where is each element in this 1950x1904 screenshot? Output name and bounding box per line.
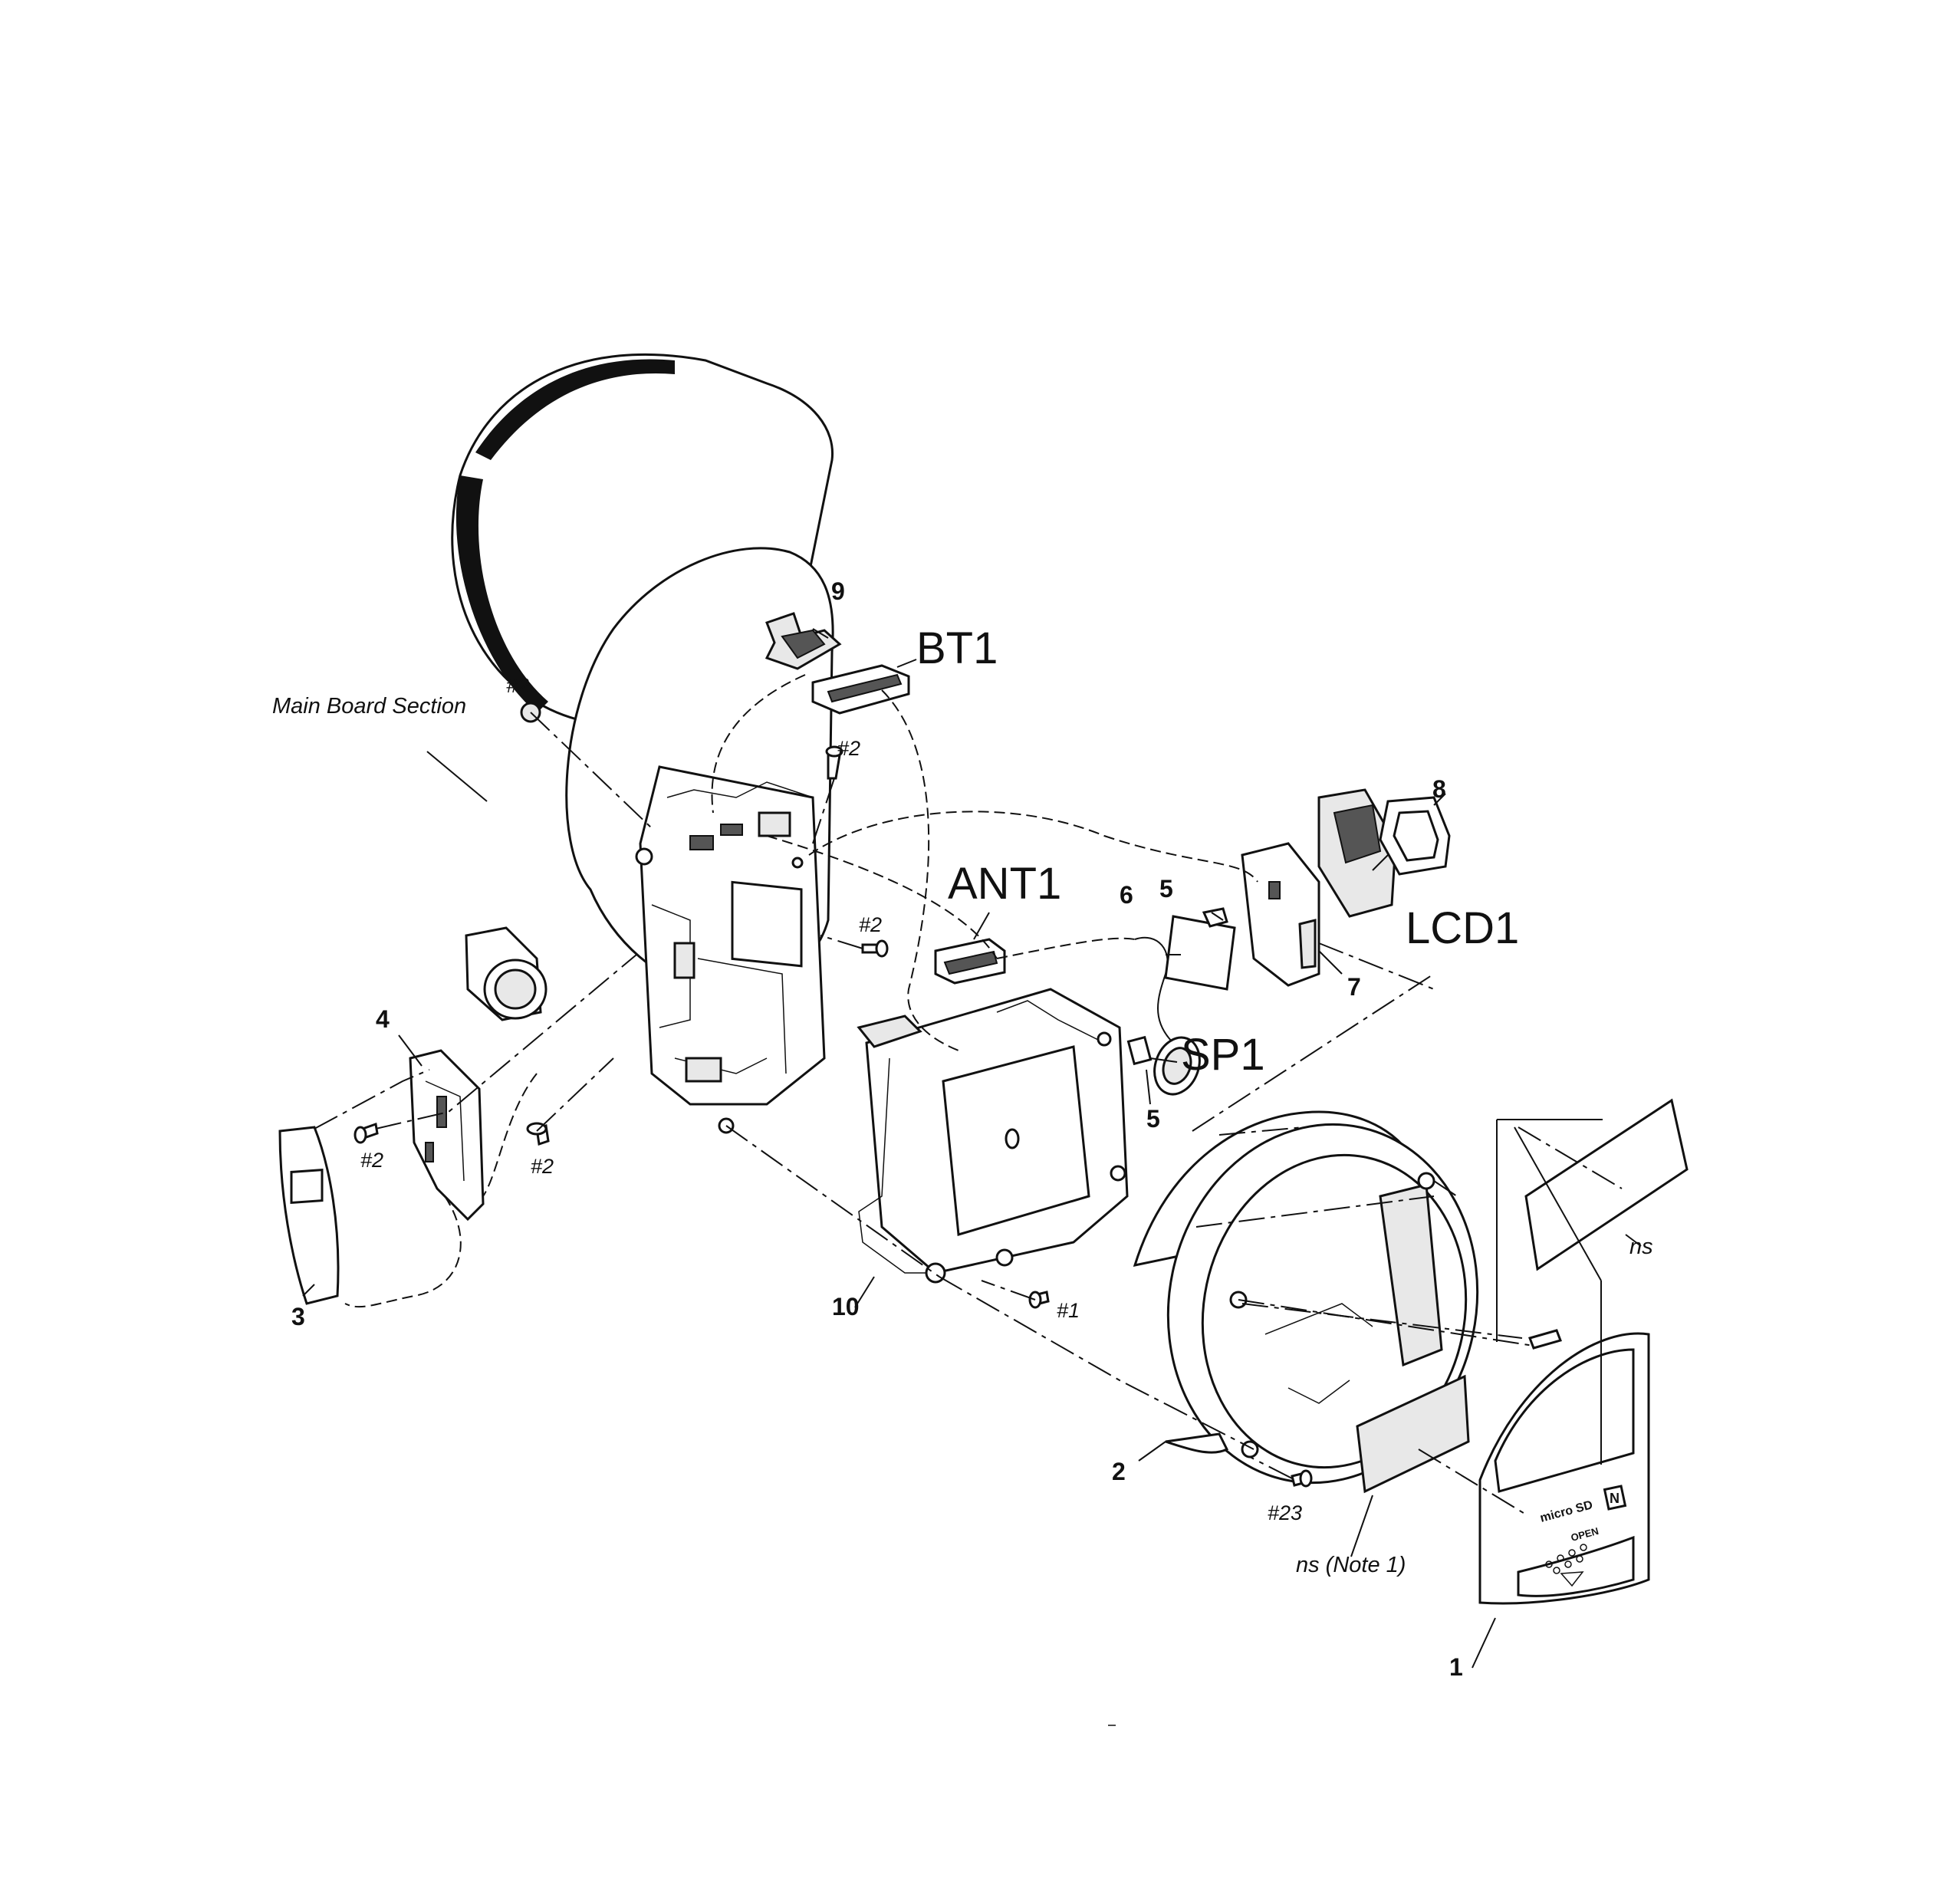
screw-23 xyxy=(1291,1469,1313,1488)
main-board-section-label: Main Board Section xyxy=(272,694,466,719)
bt1-backup-battery xyxy=(811,664,910,715)
callout-8: 8 xyxy=(1432,775,1446,803)
screw-2-lower xyxy=(526,1122,550,1146)
main-body-assembly xyxy=(451,353,834,1134)
assembly-guide-lines xyxy=(314,712,1623,1515)
callout-4: 4 xyxy=(376,1005,390,1033)
screw-label-2-left: #2 xyxy=(360,1149,383,1172)
part-4-side-bracket xyxy=(409,1049,485,1222)
screw-label-2-lower: #2 xyxy=(531,1155,554,1178)
ref-sp1: SP1 xyxy=(1181,1030,1265,1080)
part-10-chassis-frame xyxy=(857,988,1129,1284)
ref-ant1: ANT1 xyxy=(948,859,1061,909)
screw-label-2-mid: #2 xyxy=(859,913,882,936)
wiring-lines xyxy=(344,674,1258,1308)
leader-lines xyxy=(302,628,1642,1669)
callout-1: 1 xyxy=(1449,1653,1463,1681)
ref-lcd1: LCD1 xyxy=(1406,903,1519,953)
diagram-labels: Main Board Section 9 BT1 ANT1 LCD1 SP1 8… xyxy=(272,577,1653,1681)
callout-2: 2 xyxy=(1112,1458,1126,1485)
part-2-front-housing xyxy=(1133,1110,1479,1485)
callout-5-lower: 5 xyxy=(1146,1105,1160,1133)
part-9-battery-bracket xyxy=(765,612,842,670)
callout-9: 9 xyxy=(831,577,845,605)
screw-1 xyxy=(1028,1291,1050,1309)
ns-note1-label: ns (Note 1) xyxy=(1296,1553,1406,1577)
ref-bt1: BT1 xyxy=(916,623,998,673)
screw-2-upper xyxy=(825,745,843,780)
ant1-antenna xyxy=(934,938,1006,985)
part-3-side-door xyxy=(278,1126,340,1305)
screws xyxy=(353,702,1313,1488)
screw-label-2-upper: #2 xyxy=(837,737,860,760)
part-1-front-cover: micro SD N OPEN xyxy=(1478,1329,1650,1605)
ns-label: ns xyxy=(1629,1235,1653,1259)
cover-buttons xyxy=(1545,1544,1587,1574)
screw-label-23: #23 xyxy=(1268,1501,1302,1524)
callout-5-upper: 5 xyxy=(1159,875,1173,903)
callout-10: 10 xyxy=(832,1293,860,1320)
callout-7: 7 xyxy=(1347,973,1361,1001)
cover-badge-text: N xyxy=(1610,1491,1620,1506)
screw-label-1: #1 xyxy=(1057,1299,1080,1322)
ns-label-sheets xyxy=(1356,1098,1689,1494)
callout-6: 6 xyxy=(1120,881,1133,909)
screw-2-mid xyxy=(861,939,889,958)
screw-label-2-top: #2 xyxy=(506,674,529,697)
screw-2-left xyxy=(353,1122,379,1144)
callout-3: 3 xyxy=(291,1303,305,1330)
lcd-assembly xyxy=(1164,788,1451,991)
